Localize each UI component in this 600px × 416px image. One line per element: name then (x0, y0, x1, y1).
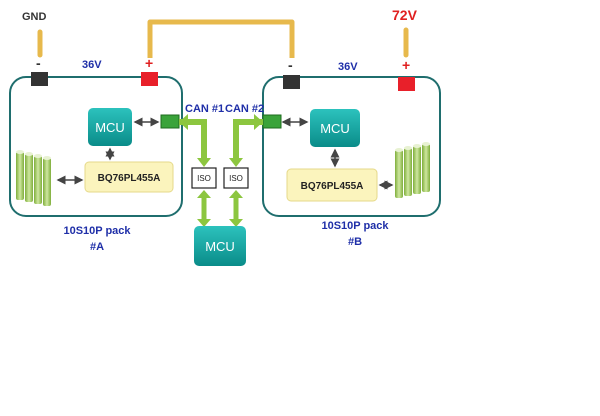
pack-b-plus-sign: + (402, 57, 410, 73)
pack-b-mcu-label: MCU (320, 121, 350, 136)
pack-a-minus-sign: - (36, 55, 41, 71)
pack-a-voltage-label: 36V (82, 59, 102, 71)
pack-b-minus-sign: - (288, 57, 293, 73)
pack-a-bq-chip-label: BQ76PL455A (98, 173, 161, 184)
pack-a-id: #A (90, 241, 104, 253)
can2-bus-arrow (233, 119, 263, 160)
can1-label: CAN #1 (185, 103, 224, 115)
iso1-mcu-arrow-head-down (197, 219, 211, 227)
pack-b-voltage-label: 36V (338, 61, 358, 73)
can1-bus-arrow-head-left (179, 114, 188, 130)
iso1-block (191, 167, 217, 189)
pack-a-bq-chip (84, 161, 174, 193)
pack-a-negative-terminal (31, 72, 48, 86)
pack-b-negative-terminal (283, 75, 300, 89)
iso1-mcu-arrow-head-up (197, 190, 211, 198)
series-link-wire (147, 19, 295, 58)
iso1-label: ISO (197, 174, 211, 183)
iso2-mcu-arrow-head-up (229, 190, 243, 198)
can2-bus-arrow-head-right (254, 114, 263, 130)
can1-bus-arrow-head-down (197, 158, 211, 167)
pack-a-name: 10S10P pack (63, 225, 131, 237)
pack-a-positive-terminal (141, 72, 158, 86)
pack-a-plus-sign: + (145, 55, 153, 71)
pack-b-positive-terminal (398, 77, 415, 91)
main-mcu (194, 226, 246, 266)
main-mcu-label: MCU (205, 239, 235, 254)
pack-b-name: 10S10P pack (321, 220, 389, 232)
pack-b-bq-chip (286, 168, 378, 202)
iso2-label: ISO (229, 174, 243, 183)
pack-b-bq-chip-label: BQ76PL455A (301, 181, 364, 192)
pack-b-can-connector (262, 114, 282, 129)
v72-label: 72V (392, 7, 418, 23)
pack-a-mcu-label: MCU (95, 120, 125, 135)
pack-a-mcu (88, 108, 132, 146)
gnd-label: GND (22, 11, 47, 23)
pack-a-can-connector (160, 114, 180, 129)
can2-label: CAN #2 (225, 103, 264, 115)
iso2-mcu-arrow-head-down (229, 219, 243, 227)
can2-bus-arrow-head-down (229, 158, 243, 167)
pack-b-id: #B (348, 236, 362, 248)
pack-b-mcu (310, 109, 360, 147)
iso2-block (223, 167, 249, 189)
pack-a-cell-stack (16, 150, 51, 206)
pack-b-cell-stack (395, 142, 430, 198)
